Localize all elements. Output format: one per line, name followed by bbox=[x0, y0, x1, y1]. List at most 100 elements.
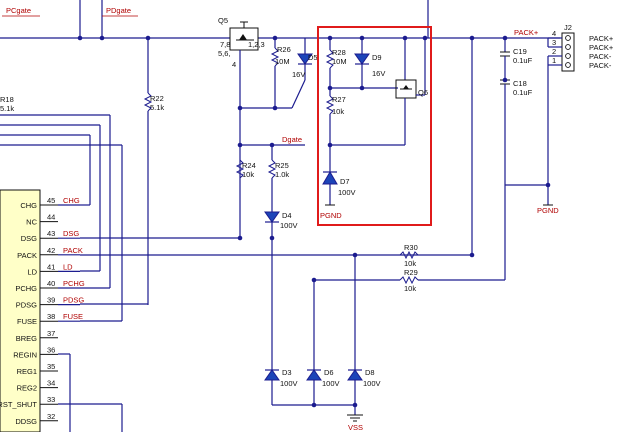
ic-pin-number: 43 bbox=[47, 229, 55, 238]
j2-connector: J2 4 3 2 1 PACK+ PACK+ PACK- PACK- PGND bbox=[537, 23, 614, 215]
r26-ref: R26 bbox=[277, 45, 291, 54]
ic-net-label: PDSG bbox=[63, 296, 84, 305]
c19-capacitor: C19 0.1uF bbox=[500, 38, 533, 80]
ic-net-label: LD bbox=[63, 262, 73, 271]
ic-pin-number: 33 bbox=[47, 395, 55, 404]
ic-body bbox=[0, 189, 41, 432]
ic-net-label: FUSE bbox=[63, 312, 83, 321]
d8-ref: D8 bbox=[365, 368, 375, 377]
c19-ref: C19 bbox=[513, 47, 527, 56]
vss-label: VSS bbox=[348, 423, 363, 432]
d7-ref: D7 bbox=[340, 177, 350, 186]
j2-pin-1: 1 bbox=[552, 56, 556, 65]
r18-value: 5.1k bbox=[0, 104, 14, 113]
ic-net-label: PACK bbox=[63, 246, 83, 255]
dgate-label: Dgate bbox=[282, 135, 302, 144]
j2-pin-4: 4 bbox=[552, 29, 556, 38]
d5-zener: D5 16V bbox=[291, 38, 318, 109]
ic-pin-number: 41 bbox=[47, 262, 55, 271]
q6-ref: Q6 bbox=[418, 88, 428, 97]
highlight-box bbox=[317, 26, 432, 226]
r22-ref: R22 bbox=[150, 94, 164, 103]
ic-pin-name: BREG bbox=[16, 334, 37, 343]
d4-ref: D4 bbox=[282, 211, 292, 220]
q5-pins-left2: 5,6, bbox=[218, 49, 231, 58]
ic-pin-number: 32 bbox=[47, 412, 55, 421]
d6-ref: D6 bbox=[324, 368, 334, 377]
r18-ref: R18 bbox=[0, 95, 14, 104]
q5-pins-right: 1,2,3 bbox=[248, 40, 265, 49]
ic-pin-name: REG2 bbox=[17, 384, 37, 393]
r26-resistor: R26 10M bbox=[270, 38, 291, 108]
ic-pin-name: PDSG bbox=[16, 301, 37, 310]
ic-pin-name: DSG bbox=[21, 234, 37, 243]
ic-pin-number: 37 bbox=[47, 329, 55, 338]
d9-ref: D9 bbox=[372, 53, 382, 62]
r24-resistor: R24 10k bbox=[235, 159, 256, 179]
ic-pin-name: CHG bbox=[20, 201, 37, 210]
j2-pin-3: 3 bbox=[552, 38, 556, 47]
pdgate-label: PDgate bbox=[106, 6, 131, 15]
q5-pins-left: 7,8 bbox=[220, 40, 230, 49]
r27-resistor: R27 10k bbox=[325, 88, 346, 172]
d7-diode: D7 100V PGND bbox=[320, 171, 356, 220]
ic-pin-number: 45 bbox=[47, 196, 55, 205]
ic-pin-name: NC bbox=[26, 218, 37, 227]
j2-label-4: PACK- bbox=[589, 61, 612, 70]
ic-pin-number: 44 bbox=[47, 213, 55, 222]
net-label-pack-plus: PACK+ bbox=[514, 28, 539, 37]
d6-diode: D6 100V bbox=[306, 280, 340, 405]
pgnd-right-label: PGND bbox=[537, 206, 559, 215]
r29-value: 10k bbox=[404, 284, 416, 293]
ic-pin-name: RST_SHUT bbox=[0, 400, 37, 409]
r22-resistor: R22 5.1k bbox=[143, 35, 164, 305]
d3-ref: D3 bbox=[282, 368, 292, 377]
ic-pin-number: 38 bbox=[47, 312, 55, 321]
r28-value: 10M bbox=[332, 57, 347, 66]
d3-value: 100V bbox=[280, 379, 298, 388]
q5-mosfet: Q5 7,8 5,6, 1,2,3 4 bbox=[218, 16, 265, 240]
c18-capacitor: C18 0.1uF bbox=[500, 79, 533, 185]
pack-plus-label: PACK+ bbox=[514, 28, 539, 37]
r30-value: 10k bbox=[404, 259, 416, 268]
ic-pin-name: DDSG bbox=[15, 417, 37, 426]
r22-value: 5.1k bbox=[150, 103, 164, 112]
c19-value: 0.1uF bbox=[513, 56, 533, 65]
c18-value: 0.1uF bbox=[513, 88, 533, 97]
ic-pin-number: 36 bbox=[47, 345, 55, 354]
r18-resistor: R18 5.1k bbox=[0, 95, 14, 113]
d8-value: 100V bbox=[363, 379, 381, 388]
c18-ref: C18 bbox=[513, 79, 527, 88]
ic-net-label: PCHG bbox=[63, 279, 85, 288]
ic-net-label: DSG bbox=[63, 229, 79, 238]
d9-value: 16V bbox=[372, 69, 385, 78]
ic-pin-name: PACK bbox=[17, 251, 37, 260]
r25-value: 1.0k bbox=[275, 170, 289, 179]
ic-pin-number: 35 bbox=[47, 362, 55, 371]
vss-ground: VSS bbox=[347, 414, 363, 432]
ic-pin-number: 42 bbox=[47, 246, 55, 255]
r29-resistor: R29 10k bbox=[314, 185, 506, 293]
pcgate-label: PCgate bbox=[6, 6, 31, 15]
ic-net-label: CHG bbox=[63, 196, 80, 205]
r28-ref: R28 bbox=[332, 48, 346, 57]
ic-signal-wires bbox=[0, 114, 472, 432]
r25-ref: R25 bbox=[275, 161, 289, 170]
d3-diode: D3 100V bbox=[264, 368, 298, 388]
j2-pin-2: 2 bbox=[552, 47, 556, 56]
ic-pin-name: LD bbox=[27, 267, 37, 276]
d4-value: 100V bbox=[280, 221, 298, 230]
d5-ref: D5 bbox=[308, 53, 318, 62]
net-label-pcgate: PCgate bbox=[2, 6, 40, 17]
q5-ref: Q5 bbox=[218, 16, 228, 25]
d9-zener: D9 16V bbox=[354, 38, 385, 88]
j2-label-3: PACK- bbox=[589, 52, 612, 61]
r29-ref: R29 bbox=[404, 268, 418, 277]
r28-resistor: R28 10M bbox=[325, 38, 347, 88]
q5-pin-gate: 4 bbox=[232, 60, 236, 69]
j2-label-1: PACK+ bbox=[589, 34, 614, 43]
net-label-pdgate: PDgate bbox=[102, 6, 138, 17]
ic-pin-name: REGIN bbox=[13, 350, 37, 359]
